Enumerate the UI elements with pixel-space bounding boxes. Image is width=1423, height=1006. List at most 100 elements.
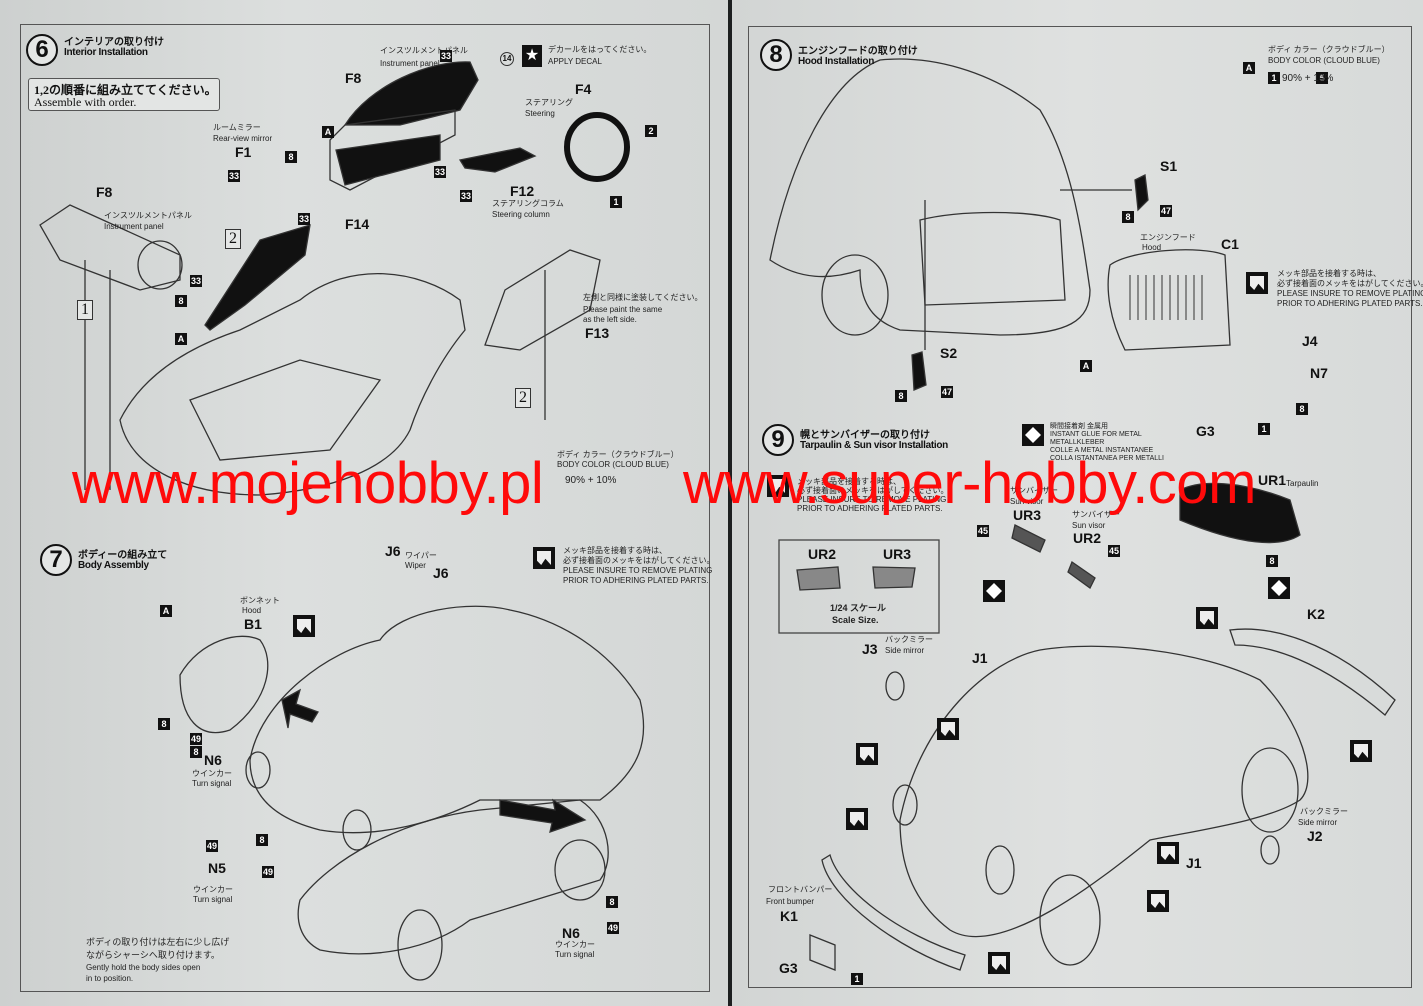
glue-jp: 瞬間接着剤 金属用 [1050, 423, 1108, 430]
step-9-title-en: Tarpaulin & Sun visor Installation [800, 440, 948, 451]
paint-note-jp: 左側と同様に塗装してください。 [583, 293, 703, 302]
scale-jp: 1/24 スケール [830, 603, 887, 613]
part-k2: K2 [1307, 606, 1325, 622]
hood-en: Hood [1142, 243, 1162, 252]
step-9-number: 9 [762, 424, 794, 456]
part-f13: F13 [585, 325, 610, 341]
steering-column-en: Steering column [492, 210, 550, 219]
part-ur2: UR2 [1073, 530, 1102, 546]
footnote-en2: in to position. [86, 974, 134, 983]
star-decal-icon: ★ [522, 45, 542, 67]
plating-warning-icon [937, 718, 959, 740]
step-8-number: 8 [760, 39, 792, 71]
car-body-9 [899, 645, 1309, 938]
inset-ur2: UR2 [808, 546, 837, 562]
rear-wheel [554, 839, 606, 901]
body-color-en: BODY COLOR (CLOUD BLUE) [557, 460, 669, 469]
plating-jp1: メッキ部品を接着する時は、 [563, 546, 667, 555]
step-7-number: 7 [40, 544, 72, 576]
turn-signal-en: Turn signal [193, 895, 233, 904]
plating-warning-icon [1350, 740, 1372, 762]
rear-wheel-8 [821, 254, 889, 336]
paint-a: A [1243, 62, 1255, 74]
step-8-title-en: Hood Installation [798, 56, 875, 67]
plating-warning-icon [533, 547, 555, 569]
paint-1: 1 [851, 973, 863, 985]
paint-8: 8 [1122, 211, 1134, 223]
paint-8: 8 [895, 390, 907, 402]
paint-33: 33 [440, 50, 453, 62]
footnote-jp1: ボディの取り付けは左右に少し広げ [86, 937, 230, 947]
licence-plate-g3 [809, 934, 836, 971]
paint-33: 33 [228, 170, 241, 182]
instrument-panel-jp: インスツルメントパネル [104, 211, 192, 220]
front-wheel-9 [1039, 874, 1101, 966]
part-j1: J1 [1186, 855, 1202, 871]
instrument-panel-en: Instrument panel [104, 222, 164, 231]
side-mirror-j3 [885, 671, 905, 701]
order-1-box: 1 [77, 300, 93, 320]
paint-49: 49 [262, 866, 275, 878]
right-page [732, 0, 1423, 1006]
part-s1: S1 [1160, 158, 1178, 174]
body-color-mix: 90% + 10% [565, 475, 617, 486]
plating-warning-icon [856, 743, 878, 765]
part-j6: J6 [385, 543, 401, 559]
footnote-en1: Gently hold the body sides open [86, 963, 201, 972]
side-mirror-j2 [1260, 835, 1280, 865]
paint-8: 8 [285, 151, 297, 163]
arrow-right [499, 798, 587, 833]
plating-en1: PLEASE INSURE TO REMOVE PLATING [1277, 289, 1423, 298]
dash-f8-top [343, 61, 479, 126]
paint-1: 1 [1268, 72, 1280, 84]
windscreen-k2 [1229, 628, 1396, 716]
f14-panel [204, 224, 311, 331]
interior-floor [189, 359, 382, 461]
sunvisor-en: Sun visor [1072, 521, 1106, 530]
plating-warning-icon [846, 808, 868, 830]
body-color-jp: ボディ カラー（クラウドブルー） [557, 450, 679, 459]
footnote-jp2: ながらシャーシへ取り付けます。 [86, 950, 220, 960]
headlight-9a [892, 784, 918, 826]
watermark-mojehobby: www.mojehobby.pl [72, 451, 544, 516]
steering-en: Steering [525, 109, 555, 118]
paint-49: 49 [206, 840, 219, 852]
paint-33: 33 [298, 213, 311, 225]
steering-jp: ステアリング [525, 98, 573, 107]
metal-glue-icon [1022, 424, 1044, 446]
plating-en2: PRIOR TO ADHERING PLATED PARTS. [797, 504, 943, 513]
hood-jp: ボンネット [240, 596, 280, 605]
assembly-order-note: 1,2の順番に組み立ててください。 Assemble with order. [28, 78, 220, 111]
part-f12: F12 [510, 183, 535, 199]
instrument-panel-jp: インスツルメントパネル [380, 46, 468, 55]
part-g3: G3 [779, 960, 798, 976]
mirror-en: Rear-view mirror [213, 134, 273, 143]
plating-jp2: 必ず接着面のメッキをはがしてください。 [797, 486, 949, 495]
body-color-mix: 90% + 10% [1282, 73, 1334, 84]
instrument-panel-en: Instrument panel [380, 59, 440, 68]
note-en: Assemble with order. [34, 95, 137, 109]
plating-warning-icon [1196, 607, 1218, 629]
part-n5: N5 [208, 860, 226, 876]
part-j3: J3 [862, 641, 878, 657]
part-f14: F14 [345, 216, 370, 232]
step-7-title-en: Body Assembly [78, 560, 149, 571]
decal-14: 14 [500, 52, 514, 66]
headlight-left [245, 751, 271, 789]
part-j6: J6 [433, 565, 449, 581]
metal-glue-icon [983, 580, 1005, 602]
part-f4: F4 [575, 81, 592, 97]
part-s2: S2 [940, 345, 958, 361]
paint-a: A [160, 605, 172, 617]
step-6-number: 6 [26, 34, 58, 66]
body-color-jp: ボディ カラー（クラウドブルー） [1268, 45, 1390, 54]
plating-warning-icon [1147, 890, 1169, 912]
sunvisor-ur3 [1011, 524, 1046, 553]
glue-en3: COLLE A METAL INSTANTANEE [1050, 447, 1154, 454]
hood-vents [1129, 275, 1203, 320]
f13-panel [484, 249, 601, 351]
rear-wheel-9 [1241, 747, 1299, 833]
part-n6: N6 [204, 752, 222, 768]
part-b1: B1 [244, 616, 262, 632]
paint-8: 8 [606, 896, 618, 908]
